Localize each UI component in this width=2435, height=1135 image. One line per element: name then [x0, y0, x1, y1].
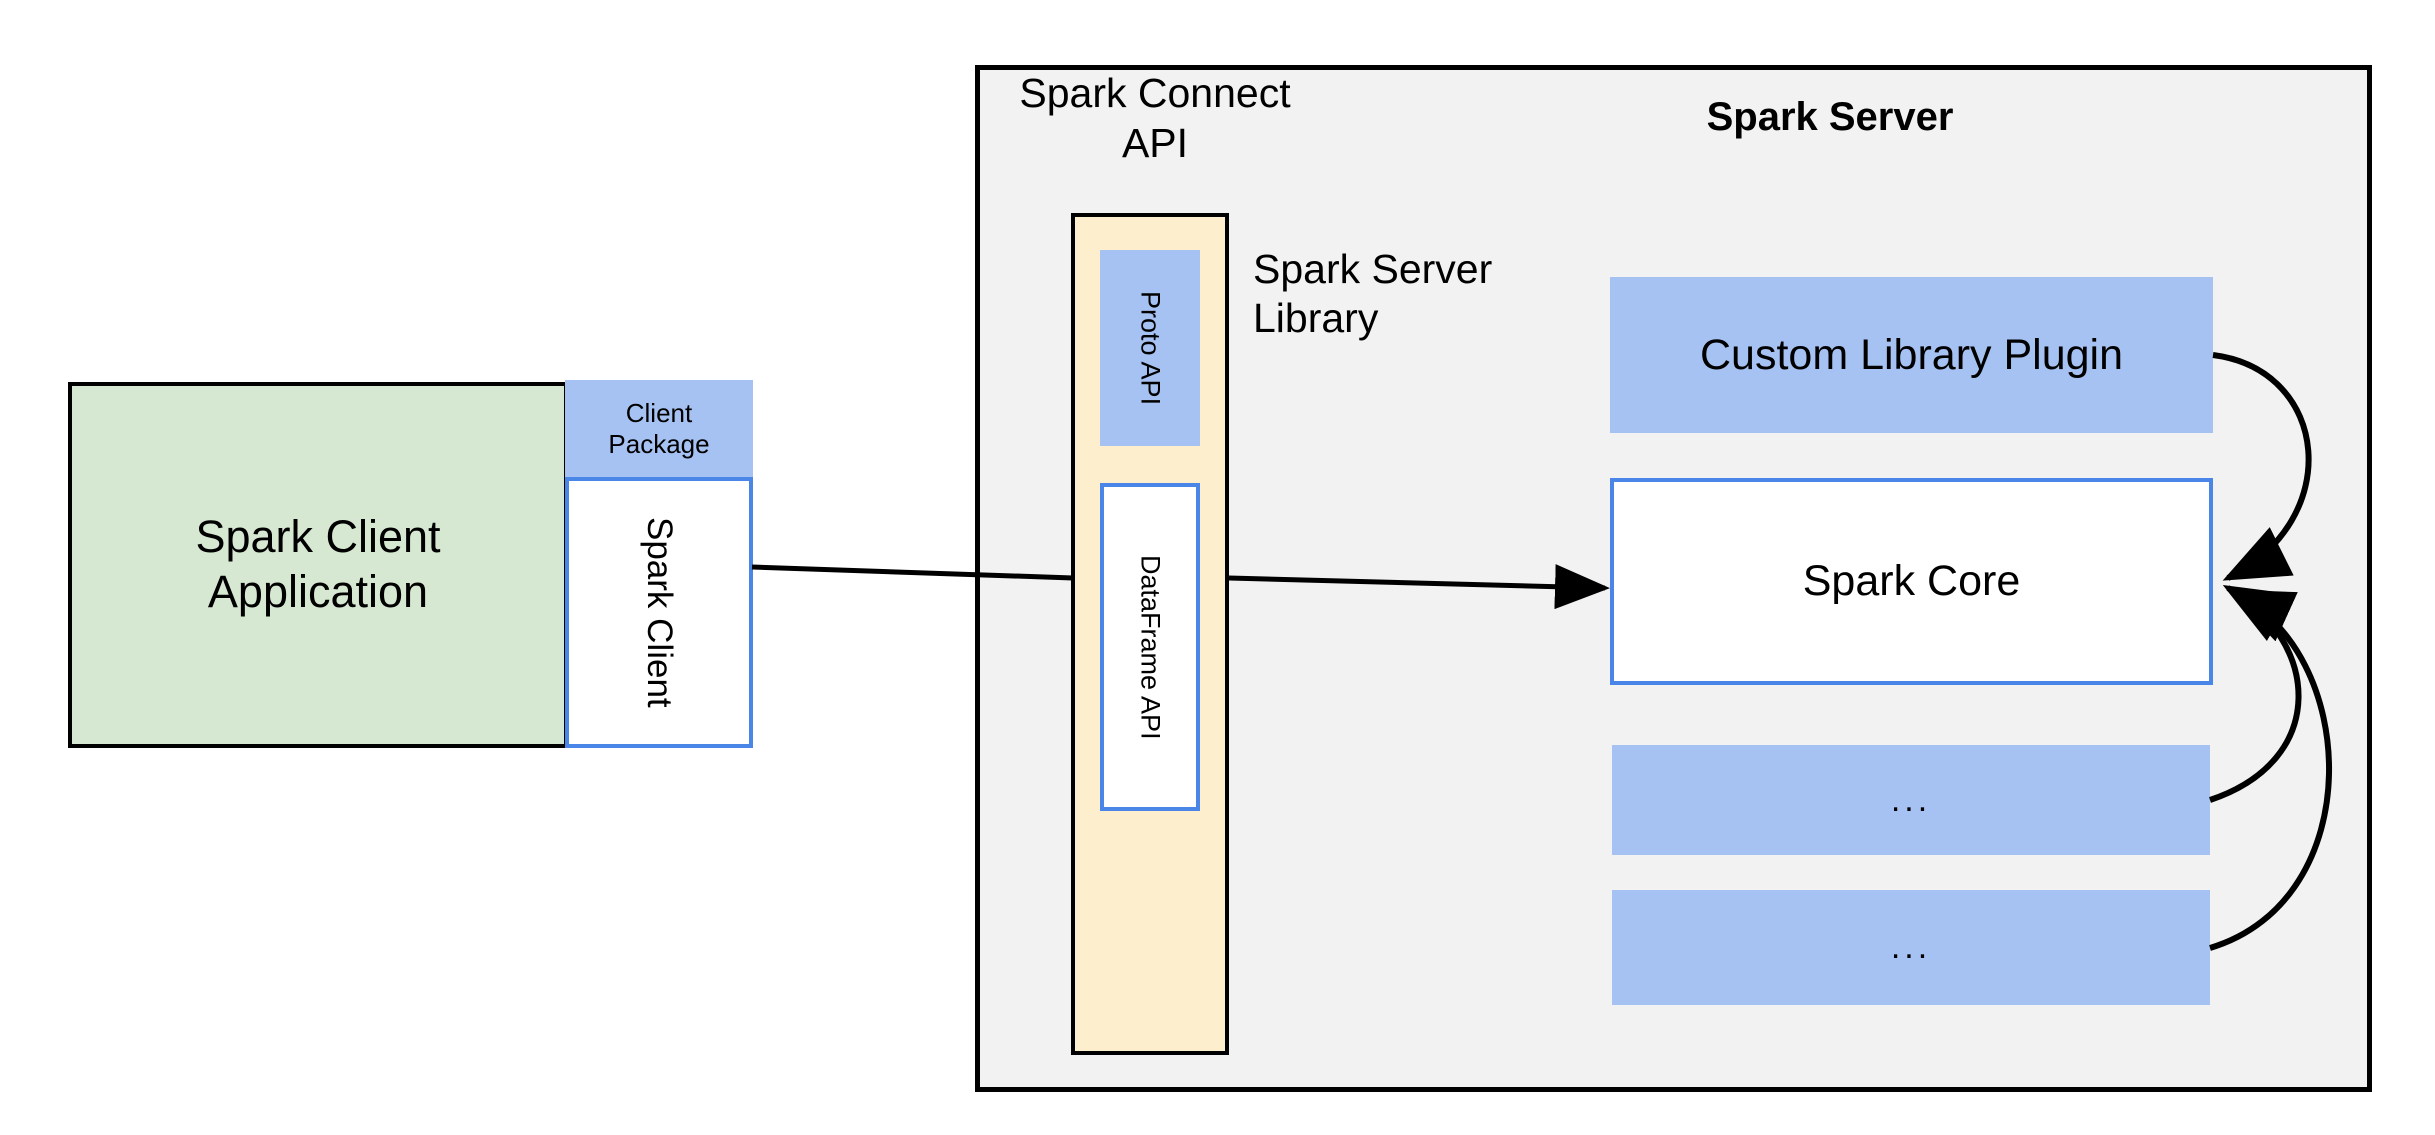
- spark-server-library-label: Spark Server Library: [1253, 246, 1493, 342]
- additional-component-box-2[interactable]: ...: [1612, 890, 2210, 1005]
- spark-client-application-box[interactable]: Spark Client Application: [68, 382, 568, 748]
- dataframe-api-label: DataFrame API: [1135, 554, 1166, 740]
- additional-component-label-2: ...: [1890, 928, 1932, 966]
- spark-core-box[interactable]: Spark Core: [1610, 478, 2213, 685]
- spark-core-label: Spark Core: [1802, 557, 2021, 605]
- proto-api-box[interactable]: Proto API: [1100, 250, 1200, 446]
- spark-client-box[interactable]: Spark Client: [565, 477, 753, 748]
- client-package-box[interactable]: Client Package: [565, 380, 753, 478]
- client-package-label: Client Package: [608, 397, 710, 459]
- spark-server-title: Spark Server: [1706, 95, 1954, 139]
- spark-client-application-label: Spark Client Application: [195, 511, 441, 617]
- spark-connect-api-label: Spark Connect API: [1019, 70, 1291, 167]
- dataframe-api-box[interactable]: DataFrame API: [1100, 483, 1200, 811]
- custom-library-plugin-box[interactable]: Custom Library Plugin: [1610, 277, 2213, 433]
- proto-api-label: Proto API: [1135, 290, 1166, 406]
- additional-component-box-1[interactable]: ...: [1612, 745, 2210, 855]
- spark-client-label: Spark Client: [640, 517, 679, 708]
- custom-library-plugin-label: Custom Library Plugin: [1699, 330, 2123, 379]
- additional-component-label-1: ...: [1890, 780, 1932, 819]
